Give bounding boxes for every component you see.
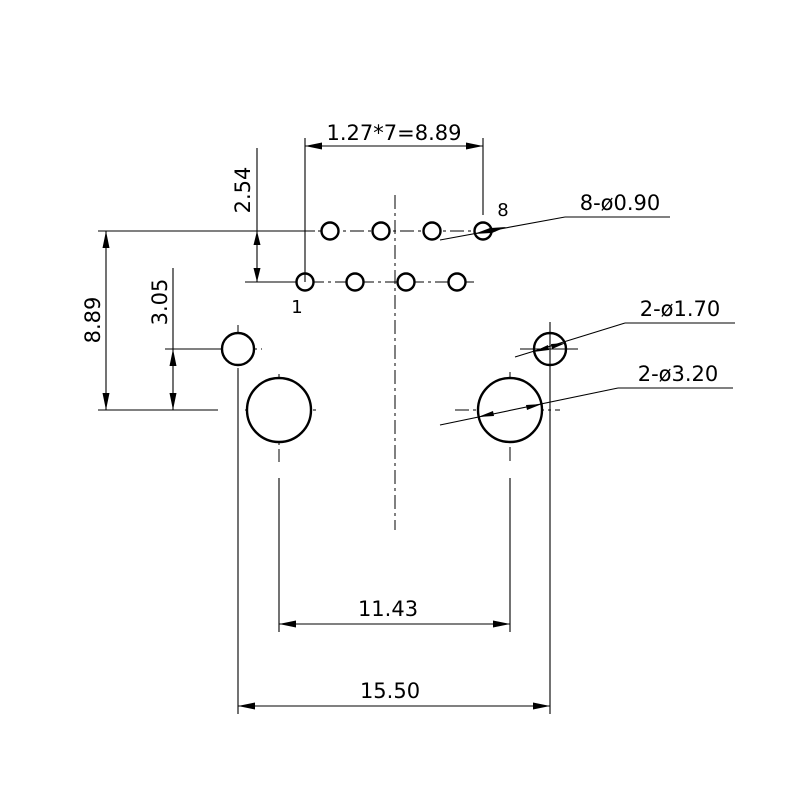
overall-width-dimension: 15.50	[237, 370, 551, 714]
pin-diameter-label: 8-ø0.90	[580, 191, 661, 215]
pin-hole	[447, 272, 467, 292]
pin-hole	[422, 221, 442, 241]
pin-row-top	[320, 221, 493, 241]
pin-hole	[371, 221, 391, 241]
mount-diameter-label: 2-ø3.20	[638, 362, 719, 386]
mount-diameter-leader: 2-ø3.20	[439, 362, 733, 426]
mount-spacing-dimension: 11.43	[278, 478, 511, 632]
pin-label-8: 8	[497, 200, 508, 221]
height-label: 8.89	[81, 297, 105, 344]
center-lines	[218, 195, 578, 530]
mount-hole-left	[245, 376, 313, 444]
peg-offset-label: 3.05	[148, 279, 172, 326]
pitch-label: 1.27*7=8.89	[327, 121, 462, 145]
pin-row-bottom	[295, 272, 467, 292]
peg-offset-dimension: 3.05	[148, 268, 218, 410]
overall-width-label: 15.50	[360, 679, 420, 703]
pin-hole	[345, 272, 365, 292]
pin-diameter-leader: 8-ø0.90	[439, 191, 670, 241]
locating-hole-left	[220, 331, 256, 367]
locating-diameter-label: 2-ø1.70	[640, 297, 721, 321]
height-dimension: 8.89	[81, 230, 305, 411]
row-offset-label: 2.54	[231, 167, 255, 214]
pin-label-1: 1	[291, 297, 302, 318]
pitch-dimension: 1.27*7=8.89	[304, 121, 484, 282]
pin-hole	[396, 272, 416, 292]
locating-diameter-leader: 2-ø1.70	[514, 297, 735, 358]
mount-spacing-label: 11.43	[358, 597, 418, 621]
pin-hole	[320, 221, 340, 241]
row-offset-dimension: 2.54	[231, 148, 315, 283]
